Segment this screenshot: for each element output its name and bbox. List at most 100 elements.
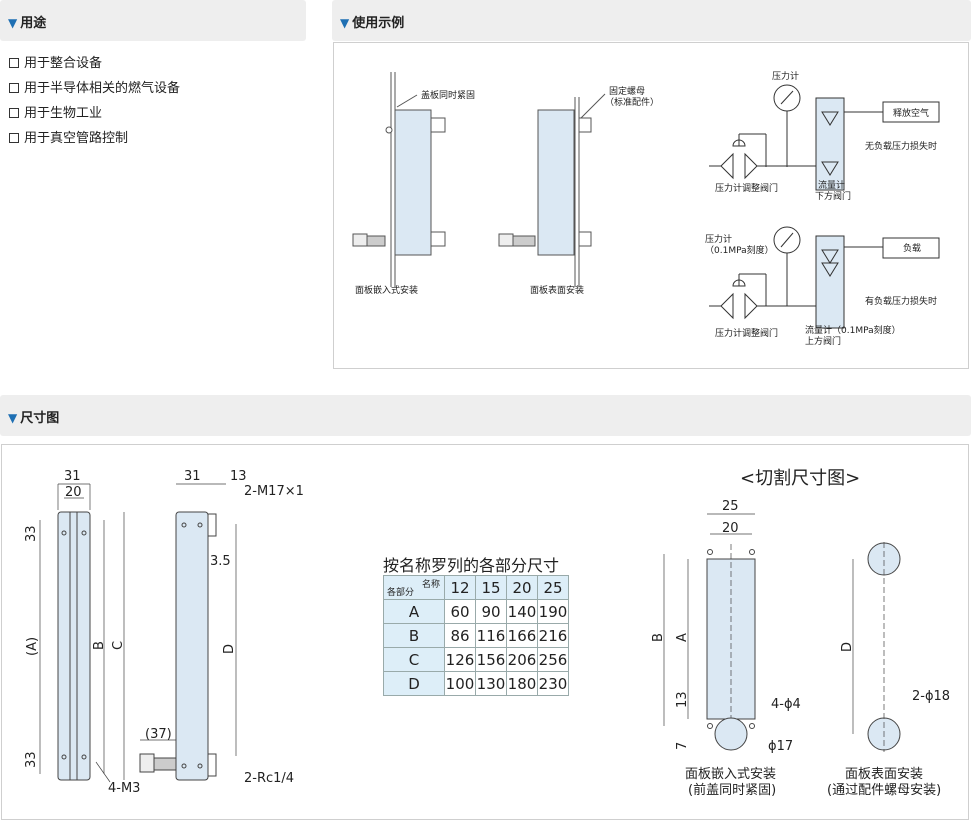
checkbox-square-icon	[9, 83, 19, 93]
table-title: 按名称罗列的各部分尺寸	[383, 556, 560, 575]
list-item: 用于半导体相关的燃气设备	[9, 80, 180, 105]
table-row-header: C	[383, 647, 445, 672]
bottom-meter-label-1: 流量计（0.1MPa刻度）	[805, 324, 901, 336]
table-row: B 86 116 166 216	[383, 623, 569, 648]
bottom-meter-label-2: 上方阀门	[805, 335, 841, 347]
top-valve-label: 压力计调整阀门	[715, 182, 778, 194]
uses-section-header: ▼用途	[0, 0, 306, 41]
table-col-header: 25	[537, 575, 569, 600]
table-cell: 190	[537, 599, 569, 624]
front-w31: 31	[64, 469, 81, 484]
table-cell: 180	[506, 671, 538, 696]
cutout-hole17: ϕ17	[768, 739, 793, 754]
table-row: D 100 130 180 230	[383, 671, 569, 696]
cutout-hole4: 4-ϕ4	[771, 697, 801, 712]
table-col-header: 15	[475, 575, 507, 600]
front-dim-B: B	[92, 641, 107, 650]
front-screw: 4-M3	[108, 781, 140, 796]
table-cell: 156	[475, 647, 507, 672]
embed-note: 盖板同时紧固	[421, 89, 475, 101]
bottom-gauge-label-1: 压力计	[705, 233, 732, 245]
list-item: 用于整合设备	[9, 55, 180, 80]
top-meter-label-1: 流量计	[818, 179, 845, 191]
example-section-header: ▼使用示例	[332, 0, 971, 41]
uses-section-title: 用途	[20, 16, 47, 31]
cutout-w25: 25	[722, 499, 739, 514]
no-load-loss-label: 无负载压力损失时	[865, 140, 937, 152]
table-row: C 126 156 206 256	[383, 647, 569, 672]
example-panel	[333, 42, 969, 369]
bottom-gauge-label-2: （0.1MPa刻度）	[705, 244, 774, 256]
front-view	[39, 483, 125, 783]
panel-surface-diagram	[498, 93, 606, 287]
dims-section-header: ▼尺寸图	[0, 395, 971, 436]
table-cell: 130	[475, 671, 507, 696]
table-cell: 126	[444, 647, 476, 672]
table-cell: 140	[506, 599, 538, 624]
table-cell: 206	[506, 647, 538, 672]
side-w13: 13	[230, 469, 247, 484]
cutout-d7: 7	[675, 742, 690, 750]
bottom-valve-label: 压力计调整阀门	[715, 327, 778, 339]
table-col-header: 12	[444, 575, 476, 600]
table-cell: 90	[475, 599, 507, 624]
side-d37: (37)	[145, 727, 172, 742]
cutout-caption-surface-2: (通过配件螺母安装)	[827, 783, 941, 798]
table-cell: 256	[537, 647, 569, 672]
top-gauge-label: 压力计	[772, 70, 799, 82]
cutout-embed	[663, 513, 756, 751]
checkbox-square-icon	[9, 133, 19, 143]
with-load-diagram	[709, 226, 940, 329]
table-corner: 名称 各部分	[383, 575, 445, 600]
side-dim-D: D	[222, 644, 237, 654]
list-item: 用于真空管路控制	[9, 130, 180, 155]
list-item: 用于生物工业	[9, 105, 180, 130]
front-dim-A: (A)	[25, 637, 40, 656]
cutout-dim-D: D	[840, 642, 855, 652]
embed-caption: 面板嵌入式安装	[355, 284, 418, 296]
table-cell: 86	[444, 623, 476, 648]
cutout-title: <切割尺寸图>	[740, 468, 860, 489]
panel-embed-diagram	[352, 72, 446, 287]
table-cell: 230	[537, 671, 569, 696]
table-cell: 166	[506, 623, 538, 648]
table-cell: 60	[444, 599, 476, 624]
no-load-diagram	[709, 84, 940, 191]
table-cell: 216	[537, 623, 569, 648]
uses-list: 用于整合设备 用于半导体相关的燃气设备 用于生物工业 用于真空管路控制	[9, 55, 180, 155]
release-air-label: 释放空气	[893, 107, 929, 119]
example-section-title: 使用示例	[352, 16, 405, 31]
dims-section-title: 尺寸图	[20, 411, 60, 426]
triangle-down-icon: ▼	[340, 16, 350, 30]
side-w31: 31	[184, 469, 201, 484]
side-thread: 2-M17×1	[244, 484, 304, 499]
cutout-dim-B: B	[651, 633, 666, 642]
surface-note-line2: （标准配件）	[605, 96, 659, 108]
table-row: A 60 90 140 190	[383, 599, 569, 624]
front-h33-bot: 33	[24, 751, 39, 768]
surface-note-line1: 固定螺母	[609, 85, 645, 97]
front-h33-top: 33	[24, 525, 39, 542]
dims-diagram: 31 20 33 33 (A) B C 4-M3 31 13 2-M17×1 3…	[24, 468, 950, 798]
table-row-header: B	[383, 623, 445, 648]
surface-caption: 面板表面安装	[530, 284, 584, 296]
table-row-header: A	[383, 599, 445, 624]
cutout-d13: 13	[675, 691, 690, 708]
top-meter-label-2: 下方阀门	[815, 190, 851, 202]
triangle-down-icon: ▼	[8, 411, 18, 425]
side-view	[139, 483, 237, 781]
cutout-caption-surface-1: 面板表面安装	[845, 767, 923, 782]
with-load-loss-label: 有负载压力损失时	[865, 295, 937, 307]
cutout-caption-embed-2: (前盖同时紧固)	[688, 782, 776, 798]
side-d35: 3.5	[210, 554, 231, 569]
example-diagram: 盖板同时紧固 面板嵌入式安装 固定螺母 （标准配件） 面板表面安装 压力计 释放…	[352, 70, 940, 347]
table-cell: 116	[475, 623, 507, 648]
cutout-dim-A: A	[675, 633, 690, 642]
table-col-header: 20	[506, 575, 538, 600]
front-w20: 20	[65, 485, 82, 500]
checkbox-square-icon	[9, 108, 19, 118]
table-row-header: D	[383, 671, 445, 696]
dimension-table: 名称 各部分 12 15 20 25 A 60 90 140 190 B 86 …	[383, 575, 569, 696]
triangle-down-icon: ▼	[8, 16, 18, 30]
cutout-w20: 20	[722, 521, 739, 536]
